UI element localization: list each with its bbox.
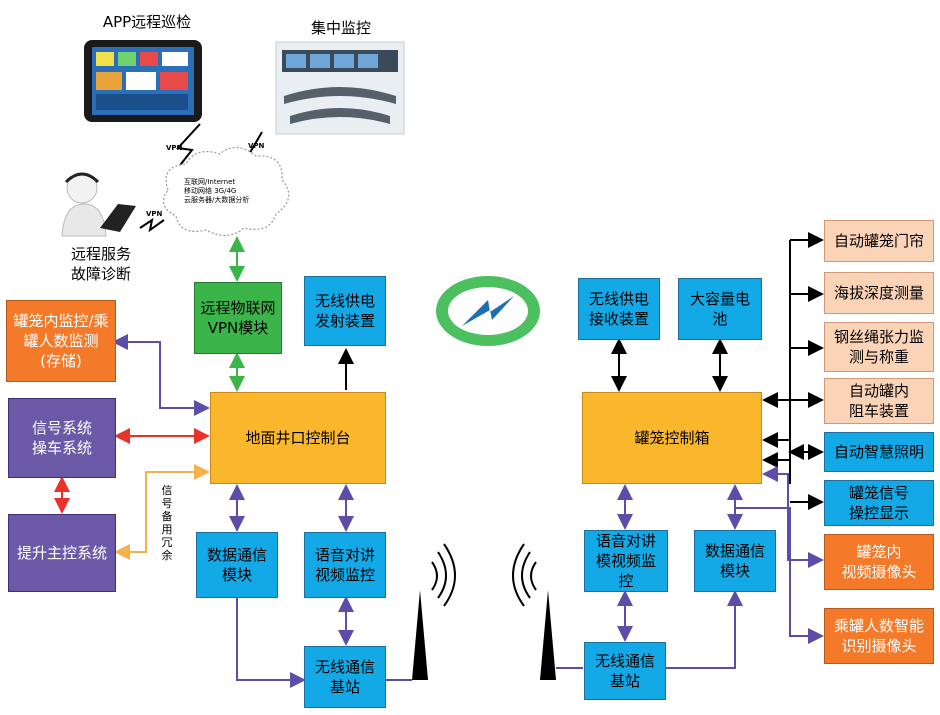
service-label: 远程服务 故障诊断 [70, 245, 131, 283]
base-left-box: 无线通信 基站 [304, 646, 386, 708]
data-comm-right-box: 数据通信 模块 [694, 530, 776, 592]
signal-system-box: 信号系统 操车系统 [8, 398, 116, 478]
center-label: 集中监控 [310, 19, 371, 37]
antenna-right-icon [512, 543, 556, 680]
voice-right-box: 语音对讲 模视频监控 [584, 530, 668, 592]
side-box-block: 自动罐内 阻车装置 [824, 378, 934, 424]
vpn-label-c: VPN [146, 210, 163, 218]
side-box-people-camera: 乘罐人数智能 识别摄像头 [824, 608, 934, 664]
battery-box: 大容量电池 [678, 278, 762, 340]
cage-monitor-box: 罐笼内监控/乘 罐人数监测 (存储) [6, 300, 116, 382]
voice-left-box: 语音对讲 视频监控 [304, 532, 386, 598]
cloud-text: 互联网/Internet 移动网络 3G/4G 云服务器/大数据分析 [184, 178, 250, 204]
side-box-altitude: 海拔深度测量 [824, 272, 934, 314]
hoist-control-box: 提升主控系统 [8, 514, 116, 592]
tablet-icon [84, 40, 202, 122]
wireless-tx-box: 无线供电 发射装置 [304, 276, 386, 346]
side-box-signal: 罐笼信号 操控显示 [824, 480, 934, 526]
base-right-box: 无线通信 基站 [584, 642, 666, 700]
app-label: APP远程巡检 [102, 13, 192, 31]
data-comm-left-box: 数据通信 模块 [196, 532, 278, 598]
vpn-module-box: 远程物联网 VPN模块 [194, 282, 282, 354]
cloud-icon [162, 146, 290, 237]
antenna-left-icon [412, 543, 456, 680]
vpn-label-b: VPN [248, 142, 265, 150]
side-box-door: 自动罐笼门帘 [824, 220, 934, 262]
side-box-lighting: 自动智慧照明 [824, 432, 934, 472]
side-box-tension: 钢丝绳张力监 测与称重 [824, 322, 934, 372]
vpn-label-a: VPN [166, 144, 183, 152]
control-room-icon [275, 41, 405, 135]
side-box-camera: 罐笼内 视频摄像头 [824, 534, 934, 590]
wireless-rx-box: 无线供电 接收装置 [578, 278, 660, 340]
backup-label: 信 号 备 用 冗 余 [161, 484, 173, 562]
operator-icon [61, 172, 136, 237]
cage-control-box: 罐笼控制箱 [582, 392, 762, 484]
lightning-logo-icon [436, 276, 540, 346]
ground-console-box: 地面井口控制台 [210, 392, 386, 484]
